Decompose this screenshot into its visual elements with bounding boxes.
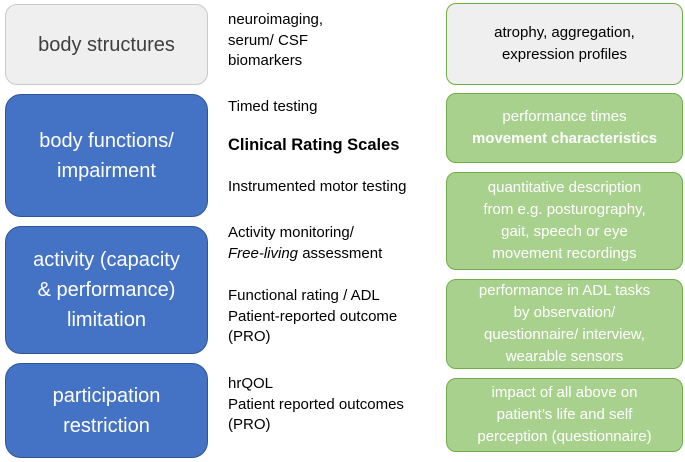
- adl-line2: by observation/: [513, 304, 616, 321]
- activity-label-line2: & performance): [37, 279, 176, 301]
- impact-line2: patient’s life and self: [496, 406, 633, 423]
- quantitative-line1: quantitative description: [487, 179, 642, 196]
- body-functions-box: body functions/ impairment: [5, 94, 208, 217]
- impact-line3: perception (questionnaire): [477, 428, 652, 445]
- activity-monitoring-text: Activity monitoring/ Free-living assessm…: [228, 223, 443, 264]
- atrophy-line1: atrophy, aggregation,: [494, 24, 635, 41]
- impact-line1: impact of all above on: [491, 384, 638, 401]
- hrqol-text: hrQOL Patient reported outcomes (PRO): [228, 374, 443, 436]
- movement-characteristics-line: movement characteristics: [471, 130, 658, 147]
- quantitative-line3: gait, speech or eye: [501, 223, 628, 240]
- free-living-italic: Free-living: [228, 244, 299, 262]
- performance-times-line1: performance times: [502, 108, 627, 125]
- quantitative-description-box: quantitative description from e.g. postu…: [446, 172, 683, 270]
- atrophy-box: atrophy, aggregation, expression profile…: [446, 3, 683, 85]
- activity-label-line1: activity (capacity: [33, 249, 180, 271]
- participation-label-line1: participation: [52, 384, 161, 407]
- body-functions-label-line2: impairment: [57, 159, 156, 182]
- activity-label-line3: limitation: [67, 309, 146, 331]
- performance-times-box: performance times movement characteristi…: [446, 93, 683, 163]
- body-functions-label-line1: body functions/: [39, 129, 174, 152]
- functional-rating-line3: (PRO): [228, 328, 271, 345]
- neuroimaging-line2: serum/ CSF: [228, 31, 309, 49]
- body-structures-label: body structures: [38, 33, 175, 56]
- adl-performance-box: performance in ADL tasks by observation/…: [446, 279, 683, 369]
- neuroimaging-line3: biomarkers: [228, 52, 303, 69]
- body-structures-box: body structures: [5, 4, 208, 85]
- participation-label-line2: restriction: [63, 414, 150, 437]
- hrqol-line2: Patient reported outcomes: [228, 395, 404, 413]
- activity-monitoring-line2: Free-living assessment: [228, 244, 443, 265]
- functional-rating-line1: Functional rating / ADL: [228, 287, 380, 304]
- functional-rating-line2: Patient-reported outcome: [228, 307, 398, 325]
- instrumented-motor-testing-text: Instrumented motor testing: [228, 178, 407, 195]
- activity-box: activity (capacity & performance) limita…: [5, 226, 208, 354]
- neuroimaging-line1: neuroimaging,: [228, 11, 324, 28]
- assessment-word: assessment: [298, 244, 383, 262]
- hrqol-line3: (PRO): [228, 416, 271, 433]
- participation-box: participation restriction: [5, 363, 208, 458]
- adl-line1: performance in ADL tasks: [478, 282, 651, 299]
- timed-testing-text: Timed testing: [228, 98, 318, 115]
- impact-box: impact of all above on patient’s life an…: [446, 378, 683, 452]
- quantitative-line4: movement recordings: [492, 245, 637, 262]
- neuroimaging-text: neuroimaging, serum/ CSF biomarkers: [228, 10, 443, 72]
- quantitative-line2: from e.g. posturography,: [483, 201, 646, 218]
- activity-monitoring-line1: Activity monitoring/: [228, 224, 354, 241]
- clinical-rating-scales-text: Clinical Rating Scales: [228, 136, 400, 154]
- hrqol-line1: hrQOL: [228, 375, 274, 392]
- adl-line4: wearable sensors: [505, 348, 624, 365]
- atrophy-line2: expression profiles: [501, 46, 628, 63]
- adl-line3: questionnaire/ interview,: [484, 326, 645, 343]
- functional-rating-text: Functional rating / ADL Patient-reported…: [228, 286, 443, 348]
